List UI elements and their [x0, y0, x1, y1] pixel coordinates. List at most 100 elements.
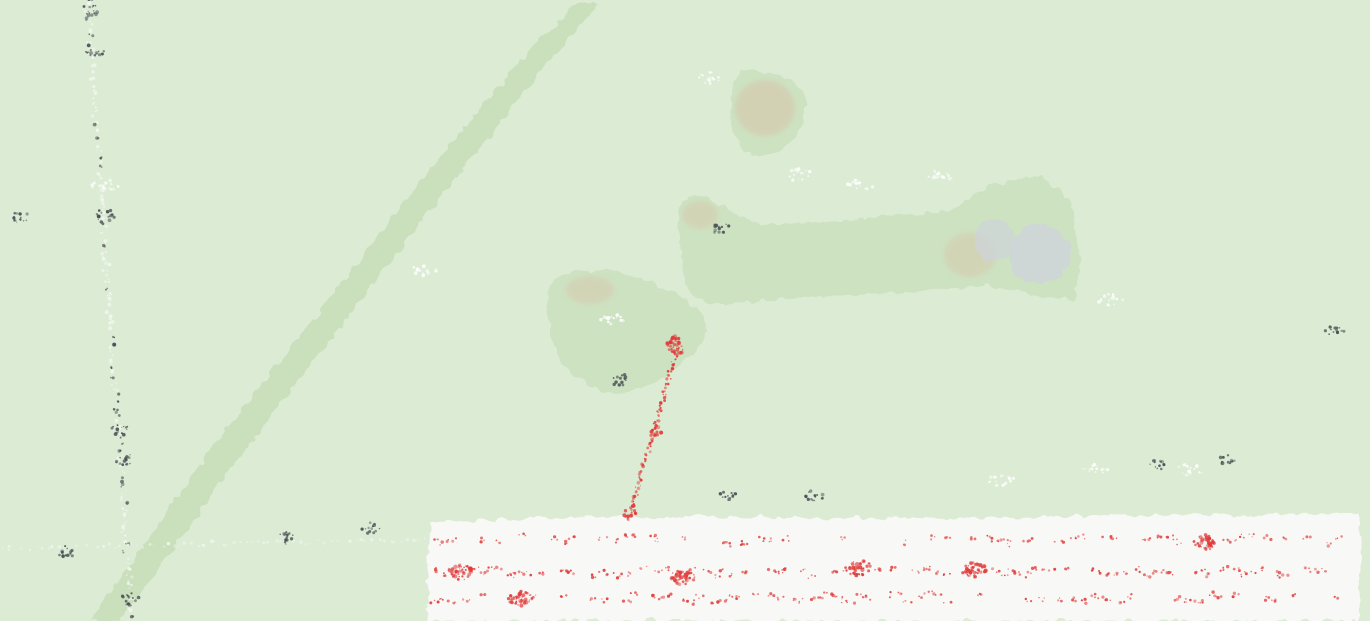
- red-cluster: [768, 541, 770, 543]
- minor-road-segment: [104, 310, 109, 314]
- red-hotspot: [868, 564, 872, 568]
- red-hotspot: [517, 604, 519, 606]
- minor-road-segment: [109, 300, 112, 302]
- gray-marker: [713, 228, 717, 233]
- gray-marker: [1221, 460, 1224, 463]
- red-cluster: [1007, 574, 1009, 576]
- minor-road-segment: [92, 57, 95, 59]
- red-cluster: [735, 597, 738, 600]
- red-cluster: [524, 534, 527, 537]
- gray-marker: [372, 531, 376, 535]
- red-cluster: [841, 596, 844, 598]
- minor-road-segment: [338, 540, 340, 542]
- white-speck: [1094, 471, 1097, 473]
- gray-marker: [126, 594, 129, 596]
- white-speck: [805, 170, 807, 172]
- red-hotspot: [692, 573, 695, 576]
- gray-marker: [1160, 467, 1163, 471]
- red-cluster: [1013, 571, 1017, 575]
- red-hotspot: [469, 568, 473, 572]
- red-route-point: [664, 382, 668, 385]
- minor-road-segment: [95, 128, 100, 132]
- white-speck: [1196, 464, 1199, 467]
- red-cluster: [1195, 570, 1198, 574]
- red-cluster: [1011, 569, 1015, 573]
- red-cluster: [802, 568, 805, 571]
- red-cluster: [590, 573, 594, 576]
- white-speck: [1181, 472, 1184, 474]
- red-hotspot: [977, 563, 980, 565]
- red-hotspot: [669, 345, 672, 348]
- minor-road-segment: [89, 77, 93, 81]
- red-cluster: [1001, 574, 1003, 577]
- minor-road-segment: [110, 366, 113, 369]
- minor-road-segment: [135, 544, 138, 547]
- minor-road-segment: [178, 545, 180, 547]
- gray-marker: [136, 595, 141, 600]
- red-cluster: [693, 599, 695, 602]
- red-cluster: [629, 592, 632, 595]
- red-cluster: [1205, 575, 1209, 579]
- red-cluster: [1069, 537, 1072, 540]
- red-route-point: [664, 395, 667, 398]
- red-cluster: [819, 596, 822, 599]
- red-cluster: [852, 601, 857, 605]
- red-cluster: [1105, 573, 1109, 577]
- white-speck: [1092, 463, 1097, 467]
- red-cluster: [930, 534, 933, 537]
- building-rooftop[interactable]: [975, 218, 1015, 262]
- red-cluster: [841, 602, 843, 604]
- minor-road-segment: [125, 574, 128, 576]
- minor-road-segment: [85, 19, 88, 22]
- red-hotspot: [506, 597, 511, 601]
- white-speck: [1003, 475, 1005, 477]
- red-route-point: [656, 419, 658, 422]
- building-rooftop[interactable]: [1010, 225, 1070, 285]
- red-hotspot: [1200, 546, 1202, 548]
- red-cluster: [1193, 599, 1197, 603]
- minor-road-segment: [115, 382, 117, 384]
- white-speck: [788, 175, 791, 178]
- gray-marker: [86, 51, 89, 54]
- red-cluster: [562, 569, 564, 571]
- minor-road-segment: [102, 190, 105, 193]
- red-cluster: [1333, 595, 1336, 598]
- red-cluster: [1149, 537, 1152, 540]
- red-route[interactable]: [429, 334, 1343, 608]
- gray-marker: [121, 426, 123, 428]
- gray-marker: [1226, 454, 1230, 457]
- gray-marker: [1330, 328, 1332, 331]
- red-cluster: [605, 573, 609, 577]
- gray-marker: [364, 528, 367, 530]
- red-cluster: [1336, 537, 1339, 539]
- minor-road-segment: [128, 608, 133, 613]
- red-cluster: [566, 542, 568, 545]
- minor-road-segment: [121, 470, 124, 472]
- red-cluster: [634, 591, 637, 594]
- red-cluster: [879, 567, 882, 569]
- red-cluster: [846, 601, 848, 604]
- red-cluster: [741, 570, 744, 574]
- gray-marker: [129, 462, 131, 465]
- minor-road-segment: [382, 539, 386, 543]
- red-hotspot: [860, 566, 862, 568]
- red-hotspot: [965, 567, 969, 571]
- gray-marker: [721, 496, 724, 498]
- minor-road-segment: [117, 544, 121, 548]
- red-cluster: [942, 573, 946, 576]
- red-cluster: [1030, 566, 1035, 570]
- red-hotspot: [1209, 544, 1213, 548]
- white-speck: [1009, 479, 1013, 483]
- diagonal-road[interactable]: [90, 5, 600, 621]
- gray-marker: [360, 527, 364, 531]
- red-cluster: [777, 572, 780, 575]
- red-cluster: [493, 567, 496, 570]
- red-route-point: [665, 377, 669, 381]
- gray-marker: [87, 10, 90, 13]
- minor-road-segment: [19, 547, 22, 549]
- red-hotspot: [967, 574, 970, 577]
- red-cluster: [639, 567, 643, 570]
- white-speck: [422, 264, 426, 269]
